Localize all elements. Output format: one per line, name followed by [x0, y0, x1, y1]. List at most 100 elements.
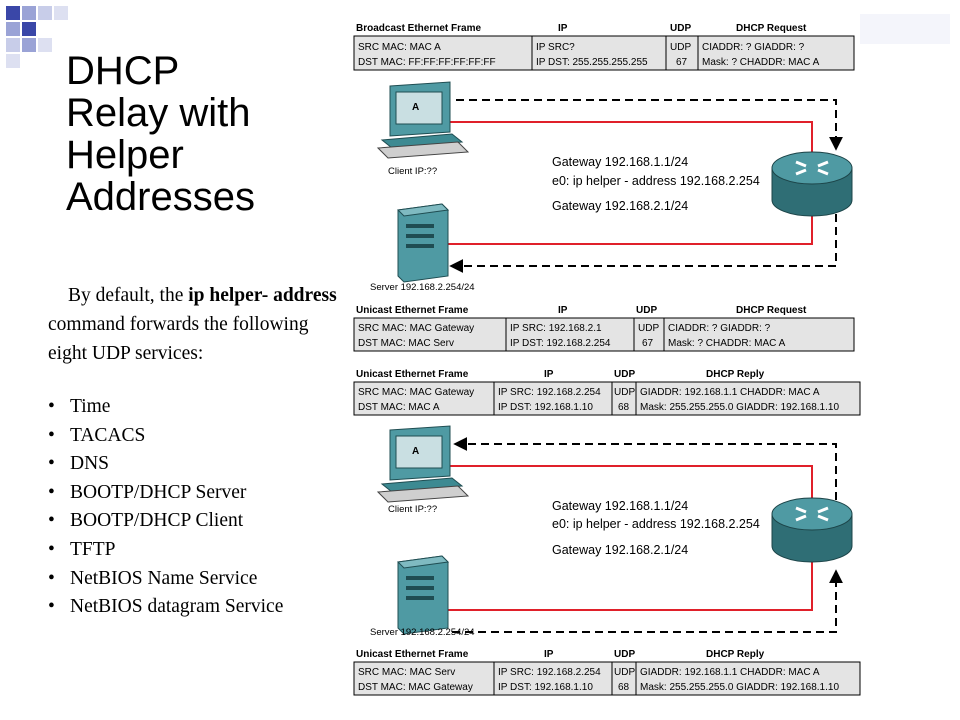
frame-cell: UDP	[614, 387, 635, 398]
gateway-label: Gateway 192.168.1.1/24	[552, 155, 688, 169]
service-label: DNS	[70, 453, 110, 475]
decor-square	[22, 22, 36, 36]
bullet: •	[48, 481, 55, 503]
dashed-path	[452, 569, 843, 633]
frame-header: DHCP Request	[736, 23, 807, 34]
frame-header: DHCP Request	[736, 305, 807, 316]
frame-cell: Mask: 255.255.255.0 GIADDR: 192.168.1.10	[640, 402, 839, 413]
bullet: •	[48, 396, 55, 417]
intro-text: command forwards the following eight UDP…	[48, 314, 309, 364]
server-label: Server 192.168.2.254/24	[370, 282, 475, 293]
bullet: •	[48, 510, 55, 532]
frame-cell: UDP	[614, 667, 635, 678]
service-item: •NetBIOS Name Service	[48, 565, 283, 594]
intro-text: By default, the	[68, 285, 189, 306]
frame-header: UDP	[614, 369, 635, 380]
service-label: TACACS	[70, 424, 146, 446]
service-item: • BOOTP/DHCP Server	[48, 479, 283, 508]
topology-request: A Client IP:?? Gateway 192.168.1.1/24 e0…	[370, 81, 853, 293]
frame-header: Unicast Ethernet Frame	[356, 305, 469, 316]
decor-square	[6, 54, 20, 68]
frame-cell: IP SRC: 192.168.2.254	[498, 387, 601, 398]
dashed-path	[449, 214, 837, 273]
helper-label: e0: ip helper - address 192.168.2.254	[552, 517, 760, 531]
frame-header: UDP	[636, 305, 657, 316]
frame-header: IP	[558, 305, 568, 316]
frame-header: Broadcast Ethernet Frame	[356, 23, 481, 34]
server-label: Server 192.168.2.254/24	[370, 627, 475, 638]
title-line: DHCP	[66, 49, 180, 93]
service-item: • TFTP	[48, 536, 283, 565]
router-icon	[771, 497, 853, 563]
client-label: Client IP:??	[388, 166, 437, 177]
decor-square	[54, 6, 68, 20]
frame-cell: 68	[618, 402, 630, 413]
decor-square	[38, 38, 52, 52]
decor-square	[6, 38, 20, 52]
server-icon	[396, 203, 450, 283]
service-label: NetBIOS datagram Service	[70, 596, 284, 618]
bullet: •	[48, 567, 55, 589]
frame-cell: UDP	[638, 323, 659, 334]
service-item: • TACACS	[48, 422, 283, 451]
bullet: •	[48, 453, 55, 475]
service-label: BOOTP/DHCP Server	[70, 481, 247, 503]
intro-command: address	[273, 285, 337, 306]
frame-cell: Mask: ? CHADDR: MAC A	[702, 57, 820, 68]
frame-cell: SRC MAC: MAC Gateway	[358, 387, 474, 398]
title-line: Helper	[66, 133, 184, 177]
frame-cell: IP SRC: 192.168.2.1	[510, 323, 602, 334]
frame-cell: SRC MAC: MAC Gateway	[358, 323, 474, 334]
gateway-label: Gateway 192.168.1.1/24	[552, 499, 688, 513]
decor-square	[6, 6, 20, 20]
intro-command: ip helper-	[188, 285, 269, 306]
frame-cell: IP DST: 192.168.1.10	[498, 682, 593, 693]
helper-label: e0: ip helper - address 192.168.2.254	[552, 174, 760, 188]
frame-header: UDP	[614, 649, 635, 660]
frame-cell: GIADDR: 192.168.1.1 CHADDR: MAC A	[640, 387, 820, 398]
frame-header: IP	[544, 369, 554, 380]
frame-table: Broadcast Ethernet Frame IP UDP DHCP Req…	[353, 23, 855, 71]
service-item: • DNS	[48, 450, 283, 479]
gateway-label: Gateway 192.168.2.1/24	[552, 543, 688, 557]
service-list: • Time • TACACS • DNS • BOOTP/DHCP Server • B…	[48, 393, 283, 622]
bullet: •	[48, 538, 55, 560]
bullet: •	[48, 424, 55, 446]
service-label: BOOTP/DHCP Client	[70, 510, 244, 532]
gateway-label: Gateway 192.168.2.1/24	[552, 199, 688, 213]
client-letter: A	[412, 446, 419, 457]
title-line: Addresses	[66, 175, 255, 219]
client-pc-icon: A	[376, 81, 470, 159]
frame-header: DHCP Reply	[706, 649, 765, 660]
title-line: Relay with	[66, 91, 251, 135]
service-label: TFTP	[70, 538, 116, 560]
frame-cell: IP SRC: 192.168.2.254	[498, 667, 601, 678]
topology-reply: A Client IP:?? Gateway 192.168.1.1/24 e0…	[370, 425, 853, 638]
dashed-path	[456, 99, 843, 151]
intro-paragraph: By default, the ip helper- address comma…	[48, 281, 338, 368]
service-item: • BOOTP/DHCP Client	[48, 507, 283, 536]
frame-cell: IP DST: 192.168.1.10	[498, 402, 593, 413]
service-item: • Time	[48, 393, 283, 422]
frame-cell: IP DST: 255.255.255.255	[536, 57, 648, 68]
decor-strip	[860, 14, 950, 44]
frame-cell: DST MAC: MAC A	[358, 402, 440, 413]
frame-cell: 68	[618, 682, 630, 693]
client-letter: A	[412, 102, 419, 113]
red-path	[448, 465, 813, 611]
decor-square	[22, 38, 36, 52]
service-item: •NetBIOS datagram Service	[48, 593, 283, 622]
frame-cell: UDP	[670, 42, 691, 53]
frame-table: Unicast Ethernet Frame IP UDP DHCP Reply…	[353, 369, 861, 416]
frame-table: Unicast Ethernet Frame IP UDP DHCP Reque…	[353, 305, 855, 352]
frame-cell: CIADDR: ? GIADDR: ?	[702, 42, 805, 53]
frame-header: DHCP Reply	[706, 369, 765, 380]
service-label: Time	[70, 396, 111, 417]
client-label: Client IP:??	[388, 504, 437, 515]
frame-header: Unicast Ethernet Frame	[356, 649, 469, 660]
frame-cell: CIADDR: ? GIADDR: ?	[668, 323, 771, 334]
frame-cell: DST MAC: MAC Gateway	[358, 682, 473, 693]
dhcp-relay-diagram: Broadcast Ethernet Frame IP UDP DHCP Req…	[353, 23, 861, 696]
frame-cell: GIADDR: 192.168.1.1 CHADDR: MAC A	[640, 667, 820, 678]
frame-cell: DST MAC: MAC Serv	[358, 338, 454, 349]
